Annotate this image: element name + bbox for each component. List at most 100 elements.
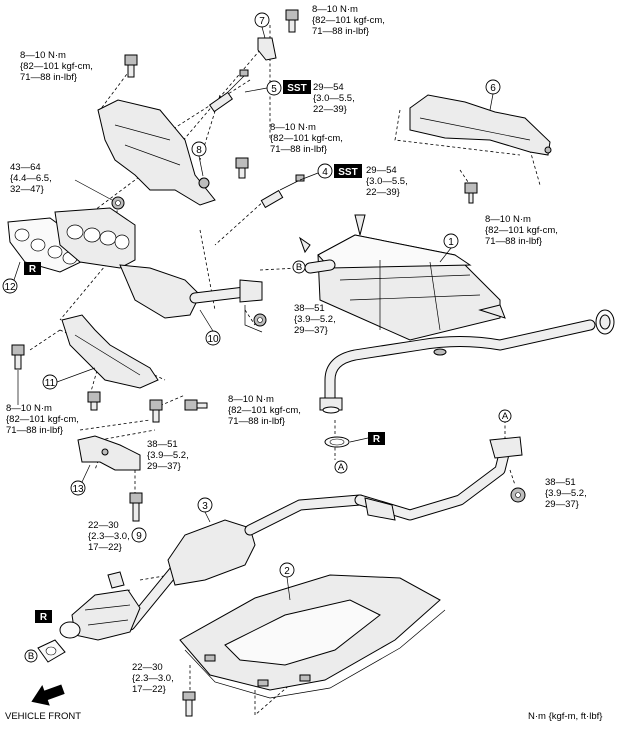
svg-text:R: R: [40, 612, 48, 623]
bolt-8: [235, 157, 249, 179]
oxygen-sensor-5: [208, 69, 249, 113]
svg-text:22—30: 22—30: [88, 520, 119, 531]
torque-9: 22—30 {2.3—3.0, 17—22}: [88, 520, 130, 553]
svg-text:38—51: 38—51: [545, 477, 576, 488]
svg-text:22—39}: 22—39}: [313, 104, 347, 115]
svg-text:{82—101 kgf-cm,: {82—101 kgf-cm,: [228, 405, 301, 416]
nut-front-pipe-A: [510, 487, 526, 503]
torque-mid-bolt: 8—10 N·m {82—101 kgf-cm, 71—88 in-lbf}: [228, 394, 301, 427]
torque-left-bolt: 8—10 N·m {82—101 kgf-cm, 71—88 in-lbf}: [6, 370, 79, 436]
svg-text:5: 5: [271, 84, 277, 95]
torque-6: 8—10 N·m {82—101 kgf-cm, 71—88 in-lbf}: [485, 214, 558, 247]
bolt-9: [129, 492, 143, 522]
callout-9: 9: [131, 527, 147, 543]
svg-text:29—37}: 29—37}: [147, 461, 181, 472]
replace-badge-converter: R: [35, 610, 52, 623]
svg-text:71—88 in-lbf}: 71—88 in-lbf}: [228, 416, 285, 427]
warm-up-converter: [59, 571, 141, 641]
nut-manifold-flange: [253, 313, 267, 327]
svg-text:8—10 N·m: 8—10 N·m: [485, 214, 531, 225]
svg-text:22—30: 22—30: [132, 662, 163, 673]
svg-text:7: 7: [259, 16, 265, 27]
bolt-mid-2: [184, 399, 208, 411]
svg-text:8—10 N·m: 8—10 N·m: [270, 122, 316, 133]
svg-text:{4.4—6.5,: {4.4—6.5,: [10, 173, 52, 184]
replace-badge-gasket-12: R: [24, 262, 41, 275]
svg-text:29—54: 29—54: [313, 82, 344, 93]
bolt-mid-1: [149, 399, 163, 423]
svg-text:29—37}: 29—37}: [545, 499, 579, 510]
torque-bottom: 22—30 {2.3—3.0, 17—22}: [132, 662, 174, 695]
oxygen-sensor-4: [260, 174, 305, 209]
bolt-top-left: [124, 54, 138, 78]
gasket-B: [37, 639, 66, 663]
torque-nut: 43—64 {4.4—6.5, 32—47}: [10, 162, 52, 195]
svg-text:8—10 N·m: 8—10 N·m: [6, 403, 52, 414]
svg-text:8—10 N·m: 8—10 N·m: [20, 50, 66, 61]
sst-badge-4: SST: [334, 164, 362, 178]
svg-text:17—22}: 17—22}: [132, 684, 166, 695]
svg-text:8: 8: [196, 145, 202, 156]
svg-text:{82—101 kgf-cm,: {82—101 kgf-cm,: [6, 414, 79, 425]
nut-43-64: [74, 179, 125, 210]
svg-text:{2.3—3.0,: {2.3—3.0,: [132, 673, 174, 684]
bolt-bottom: [182, 691, 196, 717]
svg-text:{2.3—3.0,: {2.3—3.0,: [88, 531, 130, 542]
svg-text:R: R: [373, 434, 381, 445]
callout-13: 13: [70, 464, 91, 496]
svg-text:22—39}: 22—39}: [366, 187, 400, 198]
svg-text:1: 1: [448, 237, 454, 248]
svg-text:71—88 in-lbf}: 71—88 in-lbf}: [6, 425, 63, 436]
heat-insulator-upper: [409, 94, 552, 156]
replace-badge-gasket-A: R: [349, 432, 385, 445]
svg-text:38—51: 38—51: [294, 303, 325, 314]
callout-11: 11: [42, 367, 96, 390]
torque-7: 8—10 N·m {82—101 kgf-cm, 71—88 in-lbf}: [312, 4, 385, 37]
torque-5: 29—54 {3.0—5.5, 22—39}: [313, 82, 355, 115]
svg-text:13: 13: [72, 484, 84, 495]
ref-B-upper: B: [292, 260, 306, 274]
front-pipe-3: [124, 436, 523, 631]
gasket-A: [324, 436, 350, 448]
svg-text:B: B: [28, 651, 34, 662]
svg-text:SST: SST: [287, 83, 306, 94]
svg-text:71—88 in-lbf}: 71—88 in-lbf}: [312, 26, 369, 37]
exhaust-manifold-10: [54, 207, 263, 333]
svg-text:8—10 N·m: 8—10 N·m: [312, 4, 358, 15]
ref-A-lower-silencer: A: [334, 460, 348, 474]
svg-text:29—54: 29—54: [366, 165, 397, 176]
manifold-heat-shield: [97, 99, 216, 206]
svg-text:43—64: 43—64: [10, 162, 41, 173]
svg-text:{3.9—5.2,: {3.9—5.2,: [147, 450, 189, 461]
callout-5: 5: [244, 80, 282, 96]
callout-3: 3: [197, 497, 213, 523]
svg-text:{82—101 kgf-cm,: {82—101 kgf-cm,: [20, 61, 93, 72]
torque-top-left: 8—10 N·m {82—101 kgf-cm, 71—88 in-lbf}: [20, 50, 93, 83]
bolt-heat-insulator-11: [87, 391, 101, 411]
torque-13: 38—51 {3.9—5.2, 29—37}: [147, 439, 189, 472]
callout-7: 7: [254, 12, 270, 39]
svg-text:{3.9—5.2,: {3.9—5.2,: [545, 488, 587, 499]
svg-text:32—47}: 32—47}: [10, 184, 44, 195]
svg-text:71—88 in-lbf}: 71—88 in-lbf}: [270, 144, 327, 155]
callout-1: 1: [439, 233, 459, 263]
svg-text:B: B: [296, 262, 302, 273]
torque-B: 38—51 {3.9—5.2, 29—37}: [294, 303, 336, 336]
svg-text:4: 4: [322, 167, 328, 178]
svg-text:71—88 in-lbf}: 71—88 in-lbf}: [485, 236, 542, 247]
torque-4: 29—54 {3.0—5.5, 22—39}: [366, 165, 408, 198]
callout-6: 6: [485, 79, 501, 111]
vehicle-front-label: VEHICLE FRONT: [5, 711, 81, 722]
callout-12: 12: [2, 261, 21, 294]
svg-text:11: 11: [45, 378, 56, 389]
heat-insulator-11: [61, 314, 159, 389]
svg-text:{3.0—5.5,: {3.0—5.5,: [313, 93, 355, 104]
bolt-left: [11, 344, 25, 370]
svg-text:2: 2: [284, 566, 290, 577]
svg-text:A: A: [338, 462, 345, 473]
svg-text:3: 3: [202, 501, 208, 512]
torque-8: 8—10 N·m {82—101 kgf-cm, 71—88 in-lbf}: [270, 122, 343, 155]
svg-text:{3.9—5.2,: {3.9—5.2,: [294, 314, 336, 325]
svg-text:A: A: [502, 411, 509, 422]
